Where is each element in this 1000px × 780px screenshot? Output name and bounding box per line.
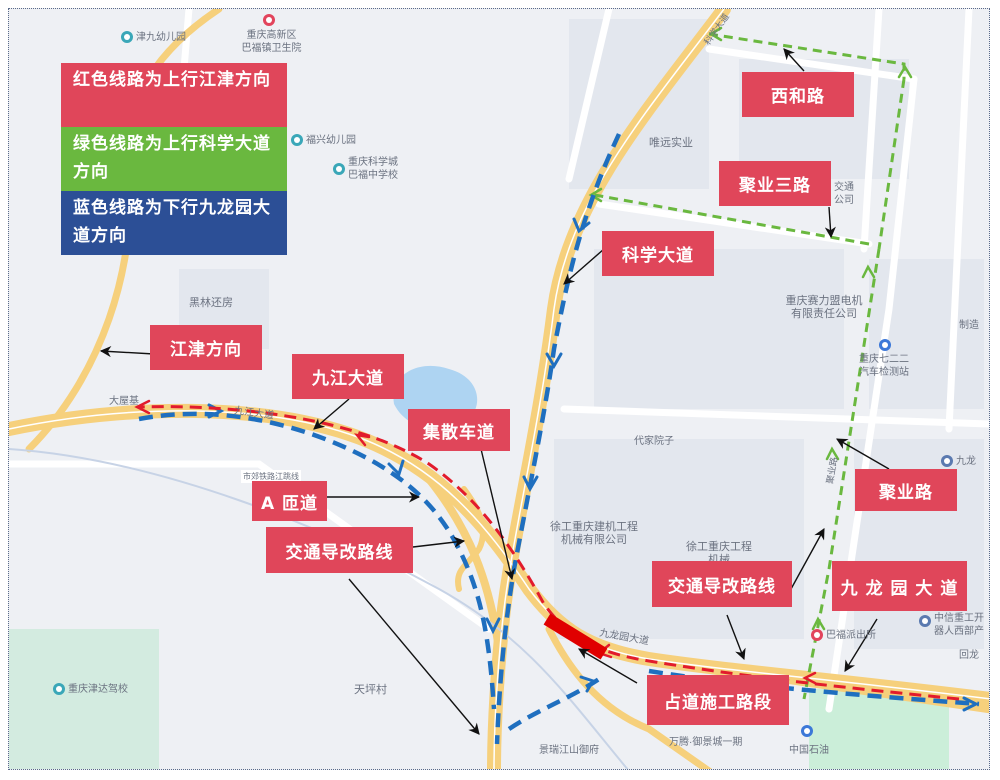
label-jiangjin-direction: 江津方向 <box>150 325 262 370</box>
gas-station-icon <box>801 725 813 737</box>
school-icon <box>121 31 133 43</box>
poi-fuxing-kindergarten: 福兴幼儿园 <box>306 135 356 146</box>
poi-tianping: 天坪村 <box>354 684 387 696</box>
label-a-ramp: A 匝道 <box>252 481 327 521</box>
poi-xcmg-machinery: 徐工重庆建机工程 机械有限公司 <box>550 521 638 546</box>
police-icon <box>811 629 823 641</box>
map-frame: 津九幼儿园 重庆高新区 巴福镇卫生院 福兴幼儿园 重庆科学城 巴福中学校 唯远实… <box>8 8 990 770</box>
poi-wanteng: 万腾·御景城一期 <box>669 737 743 748</box>
hospital-icon <box>263 14 275 26</box>
label-construction-section: 占道施工路段 <box>647 675 789 725</box>
blue-route-arrows <box>207 217 980 712</box>
green-route <box>588 32 906 700</box>
label-detour-route-right: 交通导改路线 <box>652 561 792 607</box>
poi-science-school: 重庆科学城 巴福中学校 <box>348 157 398 181</box>
poi-daijia: 代家院子 <box>634 436 674 447</box>
label-kexue-avenue: 科学大道 <box>602 231 714 276</box>
poi-inspection: 重庆七二二 汽车检测站 <box>859 354 909 378</box>
company-icon <box>919 615 931 627</box>
poi-manufacture-partial: 制造 <box>959 320 979 331</box>
poi-clinic: 重庆高新区 巴福镇卫生院 <box>241 30 302 54</box>
pointer-arrows <box>99 48 890 735</box>
legend-red: 红色线路为上行江津方向 <box>61 63 287 127</box>
school-icon <box>291 134 303 146</box>
construction-section <box>543 613 608 660</box>
inspection-icon <box>879 339 891 351</box>
poi-huilong-partial: 回龙 <box>959 650 979 661</box>
poi-weiyuan: 唯远实业 <box>649 137 693 149</box>
poi-jinjiu-kindergarten: 津九幼儿园 <box>136 32 186 43</box>
legend-green: 绿色线路为上行科学大道方向 <box>61 127 287 191</box>
legend-blue: 蓝色线路为下行九龙园大道方向 <box>61 191 287 255</box>
label-juye-san-road: 聚业三路 <box>719 161 831 206</box>
poi-jiulong-partial: 九龙 <box>956 456 976 467</box>
label-jisan-lane: 集散车道 <box>408 409 510 451</box>
green-area <box>9 629 159 769</box>
poi-jingrui: 景瑞江山御府 <box>539 745 599 756</box>
green-route-arrows <box>588 26 913 631</box>
poi-company-partial: 交通 公司 <box>834 182 854 206</box>
bus-stop-icon <box>941 455 953 467</box>
school-icon <box>333 163 345 175</box>
poi-police: 巴福派出所 <box>826 630 876 641</box>
poi-sinopec: 中国石油 <box>789 745 829 756</box>
poi-driving-school: 重庆津达驾校 <box>68 684 128 695</box>
road-label-rail: 市郊铁路江跳线 <box>241 470 301 483</box>
poi-daya: 大屋基 <box>109 396 139 407</box>
label-jiujiang-avenue: 九江大道 <box>292 354 404 399</box>
label-jiulongyuan-avenue: 九 龙 园 大 道 <box>832 561 967 611</box>
label-detour-route-left: 交通导改路线 <box>266 527 413 573</box>
poi-sailimeng: 重庆赛力盟电机 有限责任公司 <box>785 295 863 320</box>
road-south <box>545 625 712 769</box>
poi-citic: 中信重工开 器人西部产 <box>934 613 984 637</box>
label-xihe-road: 西和路 <box>742 72 854 117</box>
school-icon <box>53 683 65 695</box>
block <box>569 19 709 189</box>
poi-heilin: 黑林还房 <box>189 297 233 309</box>
label-juye-road: 聚业路 <box>855 469 957 511</box>
road-centerlines <box>9 9 989 769</box>
